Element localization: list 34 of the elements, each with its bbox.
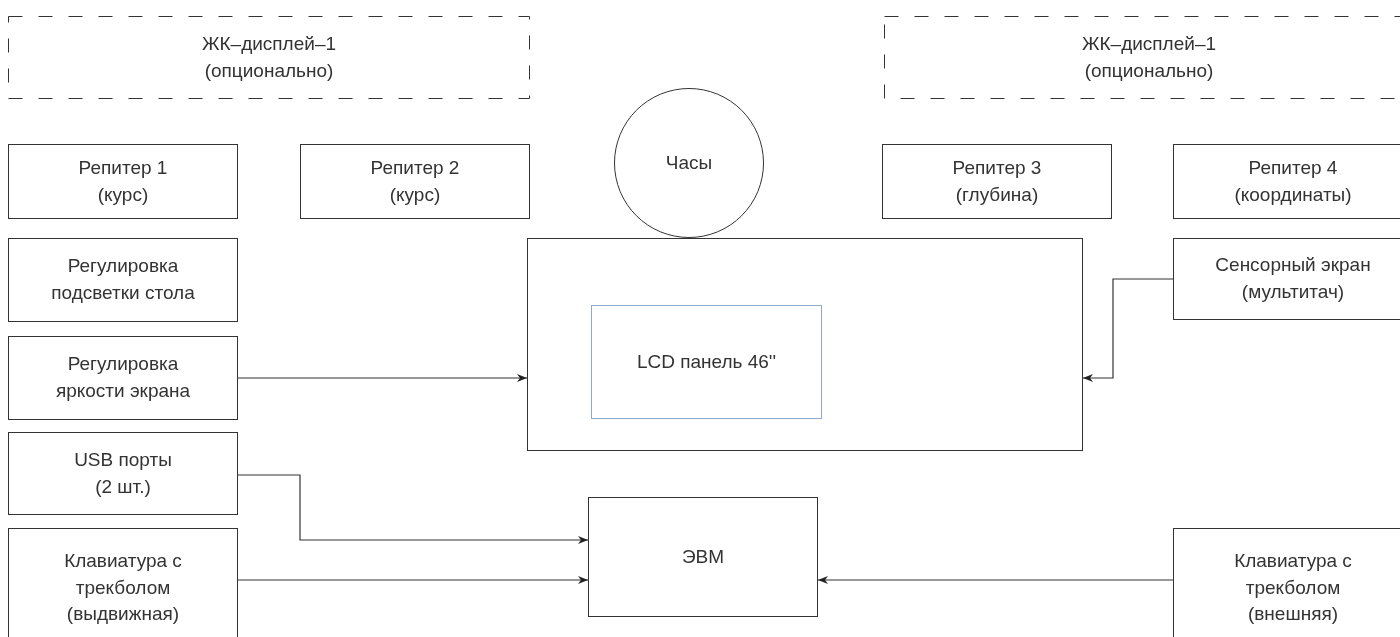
display-frame: [527, 238, 1083, 451]
process-box: [8, 432, 238, 515]
screen-box: [591, 305, 822, 419]
process-box: [1173, 144, 1400, 219]
node-label: Репитер 1 (курс): [77, 155, 169, 207]
arrow: [237, 576, 589, 584]
node-label: Репитер 2 (курс): [369, 155, 461, 207]
node-label: USB порты (2 шт.): [73, 447, 173, 499]
process-box: [8, 528, 238, 637]
node-label: Регулировка яркости экрана: [54, 352, 192, 403]
arrow: [237, 374, 528, 382]
node-label: LCD панель 46'': [635, 349, 778, 374]
arrow: [1082, 278, 1174, 382]
process-box: [8, 238, 238, 322]
arrow: [817, 576, 1174, 584]
node-label: ЖК–дисплей–1 (опционально): [200, 31, 338, 83]
arrow: [237, 474, 589, 544]
node-label: Регулировка подсветки стола: [50, 254, 196, 305]
process-box: [8, 144, 238, 219]
process-box: [882, 144, 1112, 219]
dashed-box: [884, 16, 1400, 99]
node-label: Репитер 4 (координаты): [1233, 155, 1353, 207]
node-label: Клавиатура с трекболом (внешняя): [1233, 549, 1353, 627]
node-label: Репитер 3 (глубина): [951, 155, 1043, 207]
process-box: [300, 144, 530, 219]
node-label: Клавиатура с трекболом (выдвижная): [63, 549, 183, 627]
node-label: Часы: [664, 150, 714, 175]
node-label: Сенсорный экран (мультитач): [1214, 253, 1372, 304]
process-box: [588, 497, 818, 617]
process-box: [1173, 528, 1400, 637]
process-box: [1173, 238, 1400, 320]
node-label: ЖК–дисплей–1 (опционально): [1080, 31, 1218, 83]
process-box: [8, 336, 238, 420]
node-label: ЭВМ: [680, 544, 726, 569]
